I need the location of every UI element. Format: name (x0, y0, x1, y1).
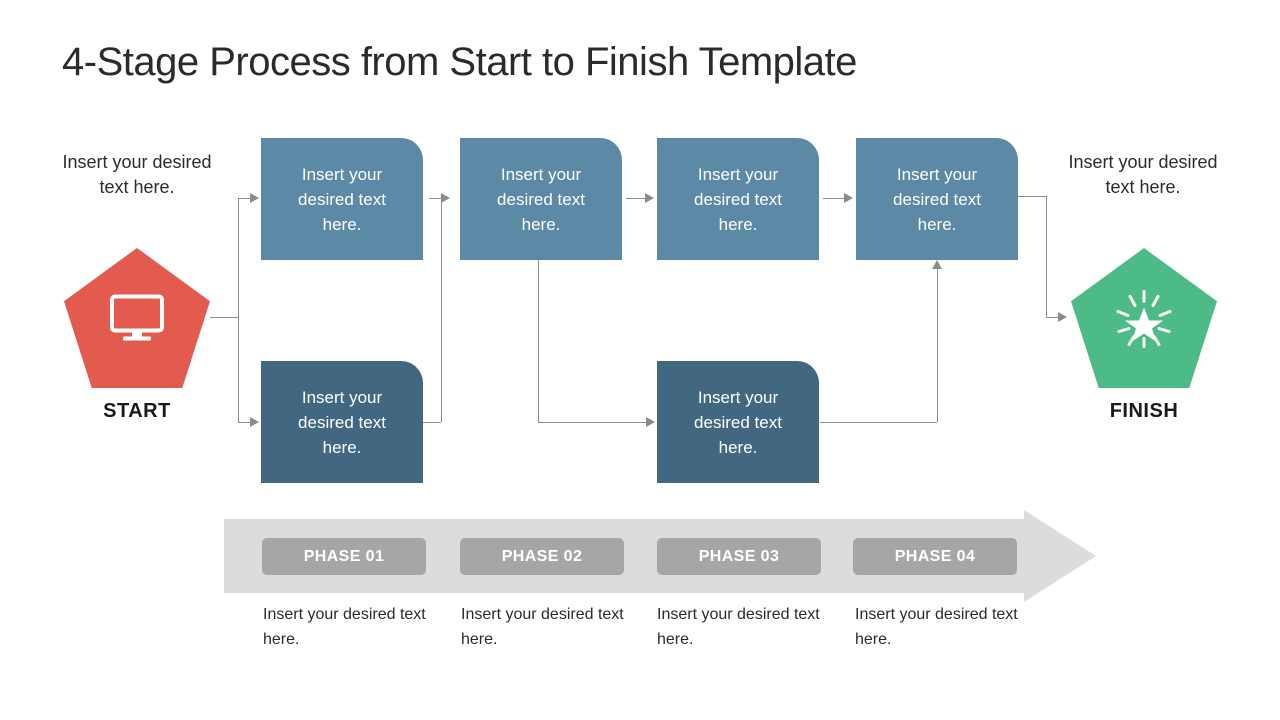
arrowhead-bottom1-to-top2 (441, 193, 450, 203)
phase-caption-1: Insert your desired text here. (263, 606, 426, 648)
phase-chip-4-label: PHASE 04 (894, 547, 976, 565)
finish-node-label: FINISH (1109, 400, 1179, 422)
start-node-caption: Insert your desired text here. (62, 152, 212, 197)
connector-start-riser (238, 198, 239, 422)
connector-top3-to-top4 (823, 198, 844, 199)
process-box-top-2-text: Insert your desired text here. (497, 164, 585, 234)
phase-chip-4[interactable]: PHASE 04 (853, 538, 1017, 575)
phase-caption-4: Insert your desired text here. (855, 606, 1018, 648)
start-pentagon-shape (64, 248, 210, 388)
connector-top4-dropper (1046, 196, 1047, 317)
process-box-top-4[interactable]: Insert your desired text here. (856, 138, 1018, 260)
arrowhead-top3-to-top4 (844, 193, 853, 203)
process-box-top-2[interactable]: Insert your desired text here. (460, 138, 622, 260)
connector-top4-to-finish (1046, 317, 1062, 318)
finish-node-caption: Insert your desired text here. (1068, 152, 1218, 197)
phase-chip-3-label: PHASE 03 (698, 547, 780, 565)
start-node-label: START (103, 400, 171, 422)
connector-top2-to-top3 (626, 198, 645, 199)
connector-bottom1-riser (441, 198, 442, 422)
connector-top2-dropper (538, 260, 539, 422)
phase-chip-3[interactable]: PHASE 03 (657, 538, 821, 575)
process-box-top-4-text: Insert your desired text here. (893, 164, 981, 234)
connector-start-to-bottom1 (238, 422, 252, 423)
arrowhead-top2-to-bottom2 (646, 417, 655, 427)
arrowhead-start-to-top1 (250, 193, 259, 203)
monitor-icon (109, 293, 165, 348)
connector-top2-to-bottom2 (538, 422, 646, 423)
phase-chip-1[interactable]: PHASE 01 (262, 538, 426, 575)
connector-bottom2-out (820, 422, 937, 423)
finish-pentagon-shape (1071, 248, 1217, 388)
process-box-bottom-1-text: Insert your desired text here. (298, 387, 386, 457)
phase-band-arrow-tip (1024, 510, 1096, 602)
process-box-bottom-1[interactable]: Insert your desired text here. (261, 361, 423, 483)
phase-chip-1-label: PHASE 01 (303, 547, 385, 565)
process-box-bottom-2[interactable]: Insert your desired text here. (657, 361, 819, 483)
phase-chip-2[interactable]: PHASE 02 (460, 538, 624, 575)
connector-bottom1-out (423, 422, 441, 423)
sparkle-star-icon (1112, 287, 1176, 354)
phase-caption-3: Insert your desired text here. (657, 606, 820, 648)
arrowhead-top4-to-finish (1058, 312, 1067, 322)
connector-start-to-top1 (238, 198, 252, 199)
process-box-top-1-text: Insert your desired text here. (298, 164, 386, 234)
process-box-top-1[interactable]: Insert your desired text here. (261, 138, 423, 260)
start-node[interactable]: START (64, 248, 210, 422)
connector-start-stub (210, 317, 238, 318)
connector-top4-out (1018, 196, 1046, 197)
process-box-top-3-text: Insert your desired text here. (694, 164, 782, 234)
connector-bottom2-riser (937, 269, 938, 422)
phase-chip-2-label: PHASE 02 (501, 547, 583, 565)
finish-node[interactable]: FINISH (1071, 248, 1217, 422)
process-box-bottom-2-text: Insert your desired text here. (694, 387, 782, 457)
arrowhead-top2-to-top3 (645, 193, 654, 203)
connector-bottom1-to-top2 (429, 198, 441, 199)
arrowhead-start-to-bottom1 (250, 417, 259, 427)
process-box-top-3[interactable]: Insert your desired text here. (657, 138, 819, 260)
page-title: 4-Stage Process from Start to Finish Tem… (62, 40, 857, 84)
phase-caption-2: Insert your desired text here. (461, 606, 624, 648)
arrowhead-bottom2-to-top4 (932, 260, 942, 269)
